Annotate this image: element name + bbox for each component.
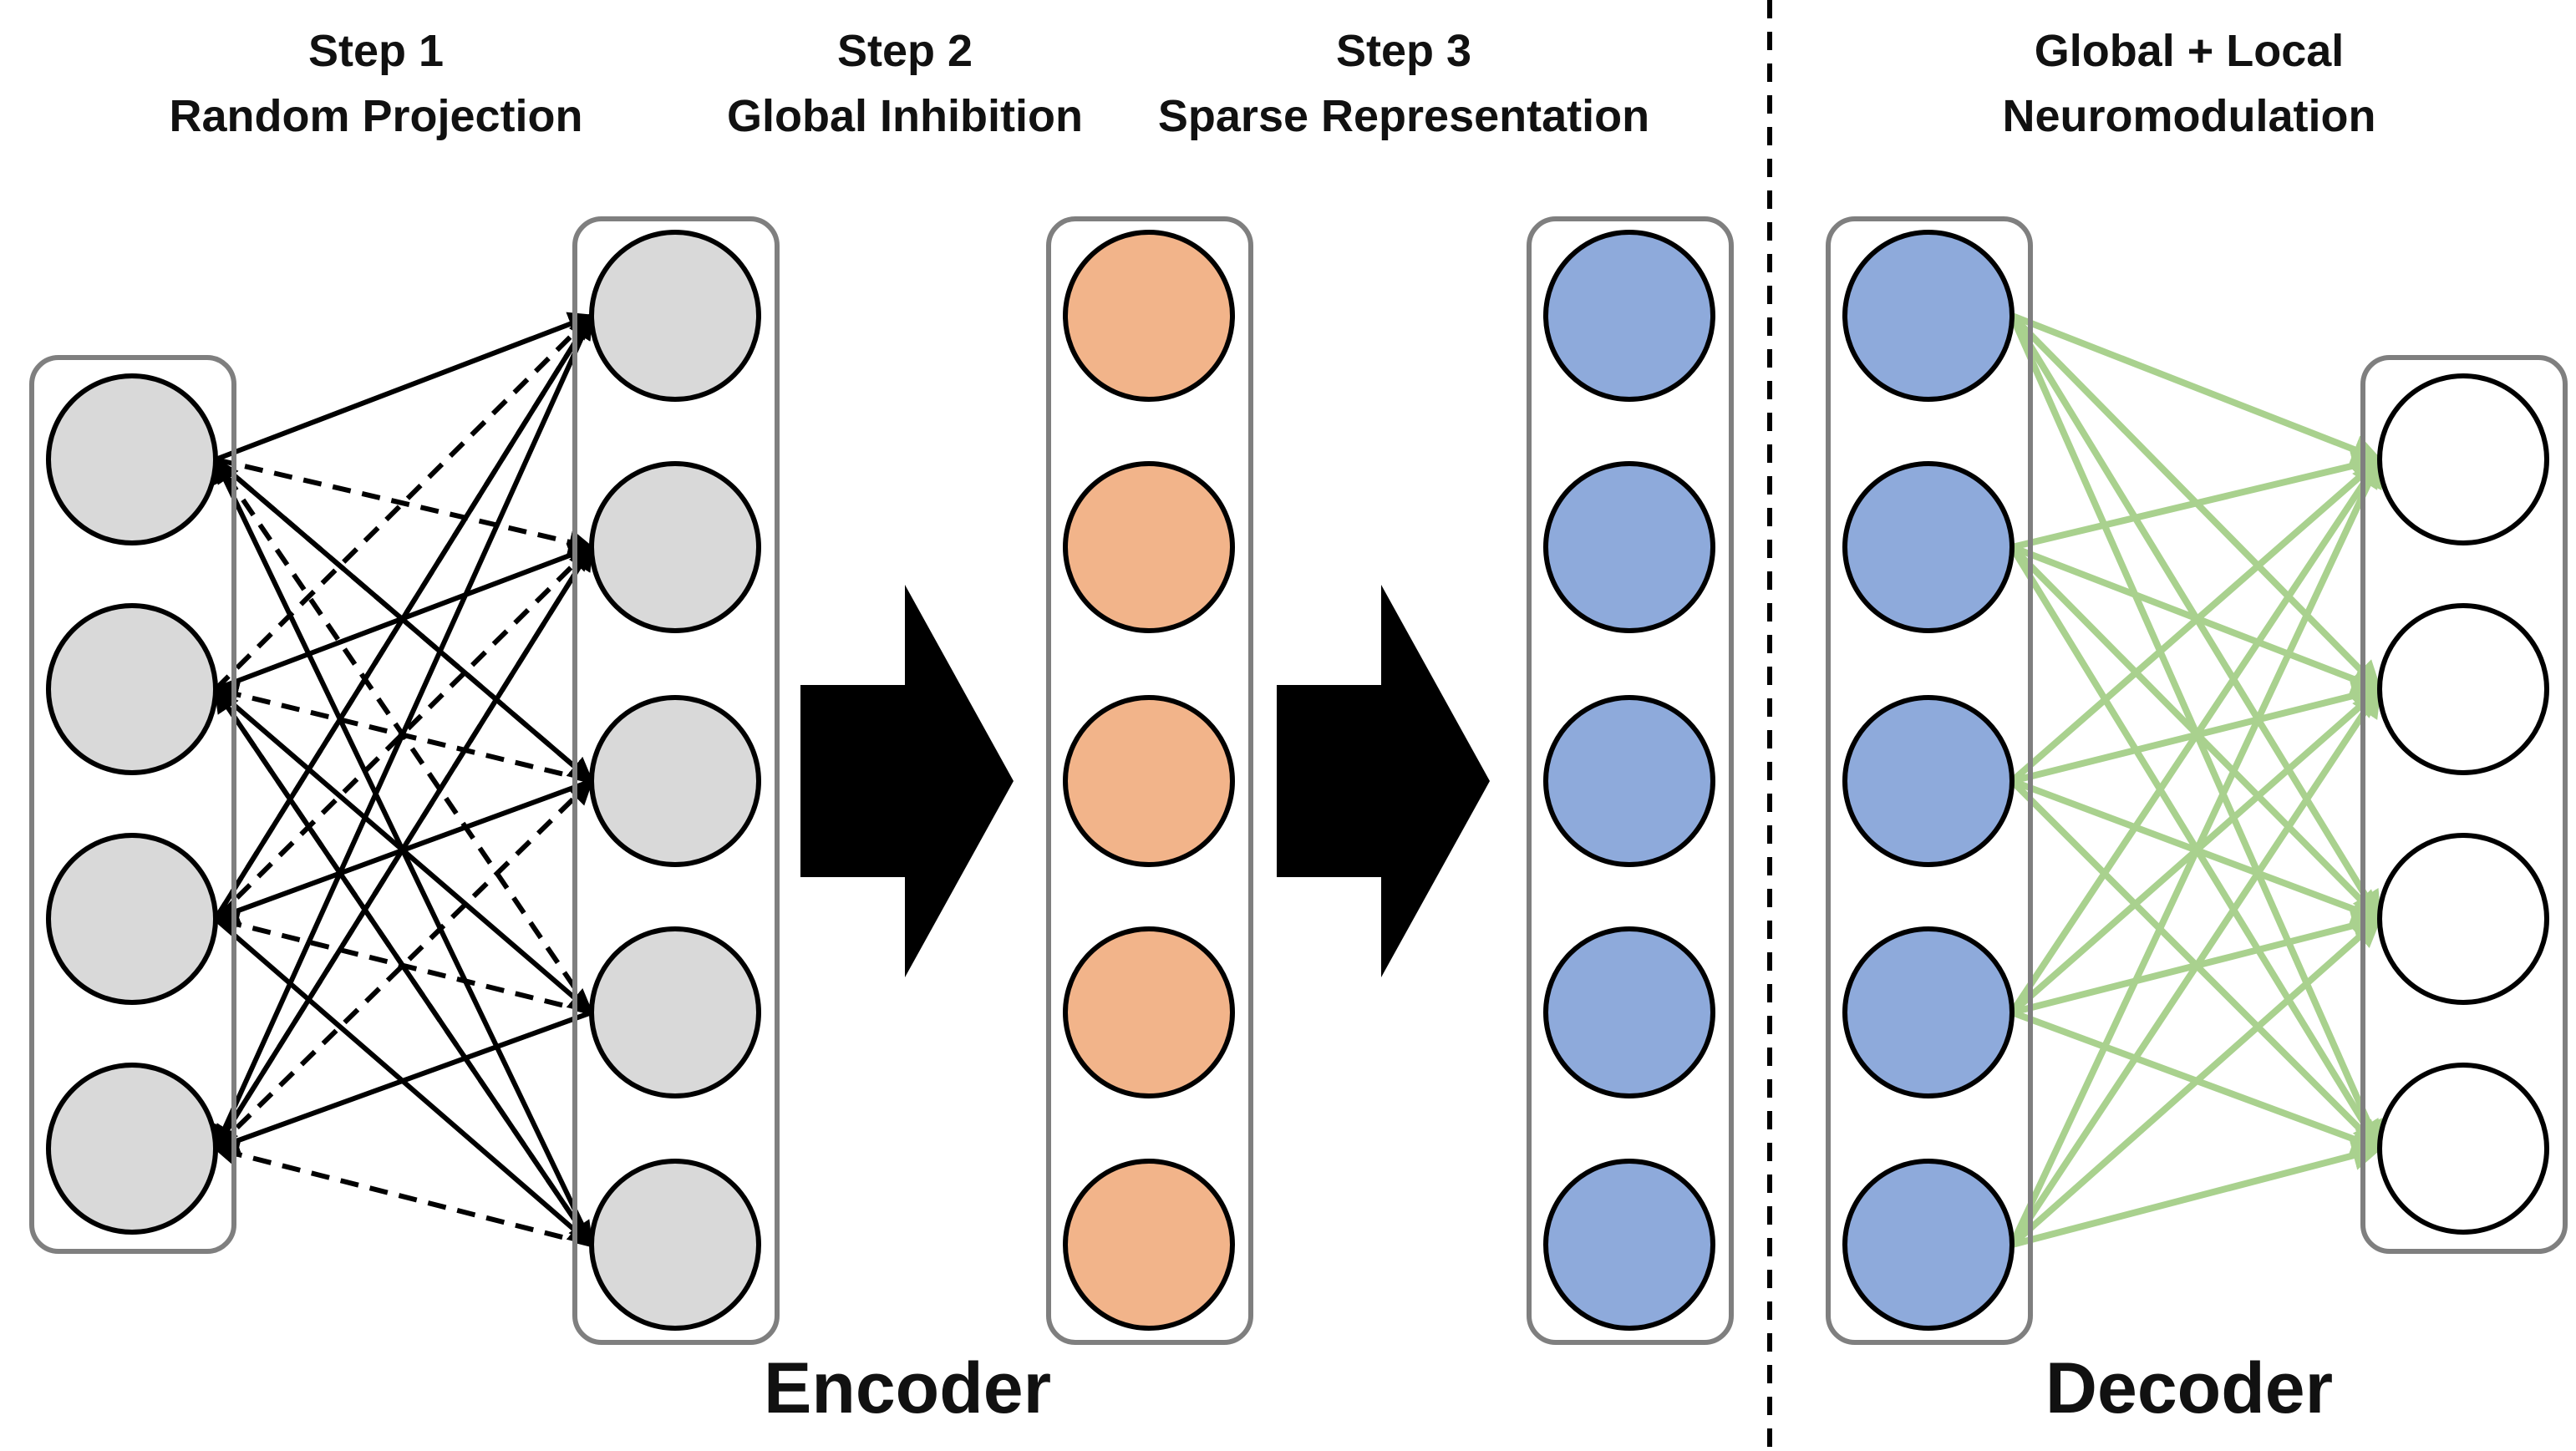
step-1-number: Step 1 [307,26,445,76]
projection-connection-solid [213,545,594,1150]
flow-arrow-icon [800,585,1014,977]
neuron-decoder-in-4 [1842,926,2015,1098]
neuron-decoder-in-1 [1842,230,2015,402]
decoder-connection [2010,1140,2383,1248]
neuron-decoder-out-4 [2377,1063,2549,1235]
decoder-label: Decoder [2045,1348,2334,1428]
neuron-sparse-2 [1543,461,1715,633]
projection-connection-solid [214,312,594,462]
decoder-connection [2009,686,2383,1247]
step-3-label: Step 3 Sparse Representation [1153,18,1654,149]
neuron-input-4 [46,1063,218,1235]
neuron-input-1 [46,373,218,545]
step-1-title: Random Projection [169,91,583,141]
flow-arrow-icon [1277,585,1490,977]
neuron-input-2 [46,603,218,775]
projection-connection-dashed [215,457,594,555]
neuron-decoder-in-5 [1842,1159,2015,1331]
neuron-decoder-out-1 [2377,373,2549,545]
decoder-connection [2009,456,2383,1246]
neuron-projection-5 [589,1159,761,1331]
layer-box-sparse [1527,216,1734,1345]
neuromodulation-label: Global + Local Neuromodulation [1938,18,2440,149]
neuron-sparse-3 [1543,695,1715,867]
encoder-label: Encoder [763,1348,1052,1428]
decoder-connection [2009,457,2383,1015]
neuron-decoder-out-2 [2377,603,2549,775]
neuron-sparse-5 [1543,1159,1715,1331]
decoder-connection [2011,451,2383,550]
neuron-projection-3 [589,695,761,867]
decoder-connection [2009,916,2382,1247]
step-2-label: Step 2 Global Inhibition [654,18,1156,149]
neuron-projection-4 [589,926,761,1098]
layer-box-inhibition [1046,216,1253,1345]
projection-connection-solid [214,916,594,1247]
neuron-inhibition-5 [1063,1159,1235,1331]
layer-box-decoder-in [1826,216,2033,1345]
connections-layer [213,312,2383,1248]
step-1-label: Step 1 Random Projection [125,18,627,149]
step-3-title: Sparse Representation [1157,91,1650,141]
layer-box-projection [572,216,780,1345]
decoder-connection [2010,312,2383,464]
neuron-inhibition-1 [1063,230,1235,402]
projection-connection-dashed [213,682,592,784]
projection-connection-dashed [214,457,594,784]
step-3-number: Step 3 [1335,26,1472,76]
step-2-title: Global Inhibition [727,91,1083,141]
projection-connection-dashed [213,779,594,1151]
neuron-decoder-in-2 [1842,461,2015,633]
neuron-decoder-in-3 [1842,695,2015,867]
decoder-connection [2009,456,2382,784]
neurons-layer [46,230,2549,1331]
neuron-decoder-out-3 [2377,833,2549,1005]
neuron-projection-1 [589,230,761,402]
neuron-inhibition-4 [1063,926,1235,1098]
projection-connection-dashed [213,687,594,1246]
step-2-number: Step 2 [836,26,973,76]
neuron-inhibition-2 [1063,461,1235,633]
neuron-projection-2 [589,461,761,633]
neuron-sparse-4 [1543,926,1715,1098]
neuromodulation-line-1: Global + Local [2034,26,2345,76]
flow-arrows [800,585,1490,977]
layer-box-input [29,355,236,1254]
neuron-input-3 [46,833,218,1005]
neuromodulation-line-2: Neuromodulation [2002,91,2376,141]
projection-connection-dashed [213,1142,592,1247]
neuron-sparse-1 [1543,230,1715,402]
layer-box-decoder-out [2360,355,2568,1254]
neuron-inhibition-3 [1063,695,1235,867]
layer-boxes [29,216,2568,1345]
